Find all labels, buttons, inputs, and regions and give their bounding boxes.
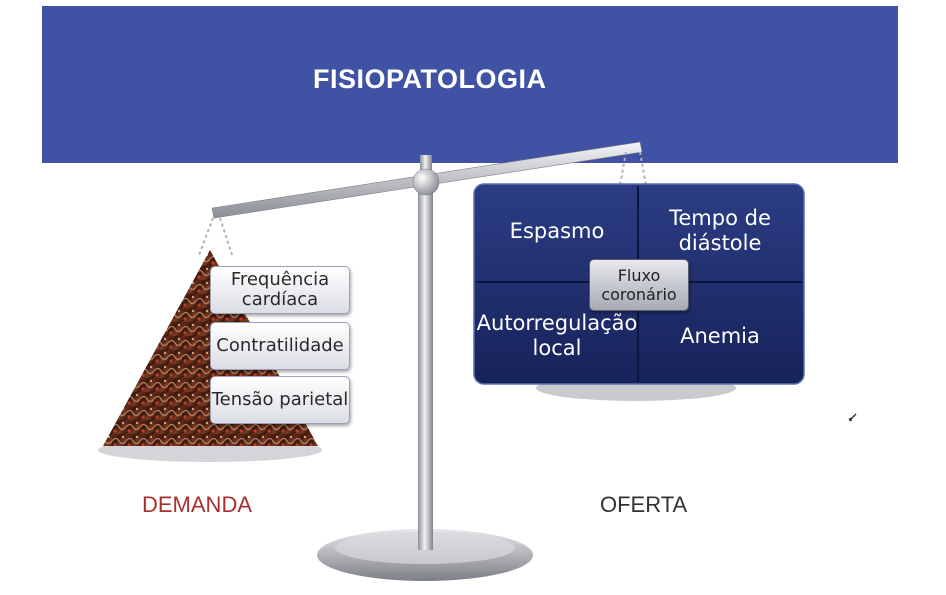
offer-label: OFERTA — [600, 492, 687, 518]
scale-pivot-icon — [413, 169, 439, 195]
demand-label: DEMANDA — [142, 492, 252, 518]
demand-factor-wall-tension: Tensão parietal — [210, 376, 350, 424]
demand-factor-contractility: Contratilidade — [210, 322, 350, 370]
demand-factor-heart-rate: Frequência cardíaca — [210, 266, 350, 314]
scale-pole — [418, 180, 433, 550]
offer-center-coronary-flow: Fluxo coronário — [589, 259, 689, 311]
pen-mark-icon — [848, 412, 858, 422]
